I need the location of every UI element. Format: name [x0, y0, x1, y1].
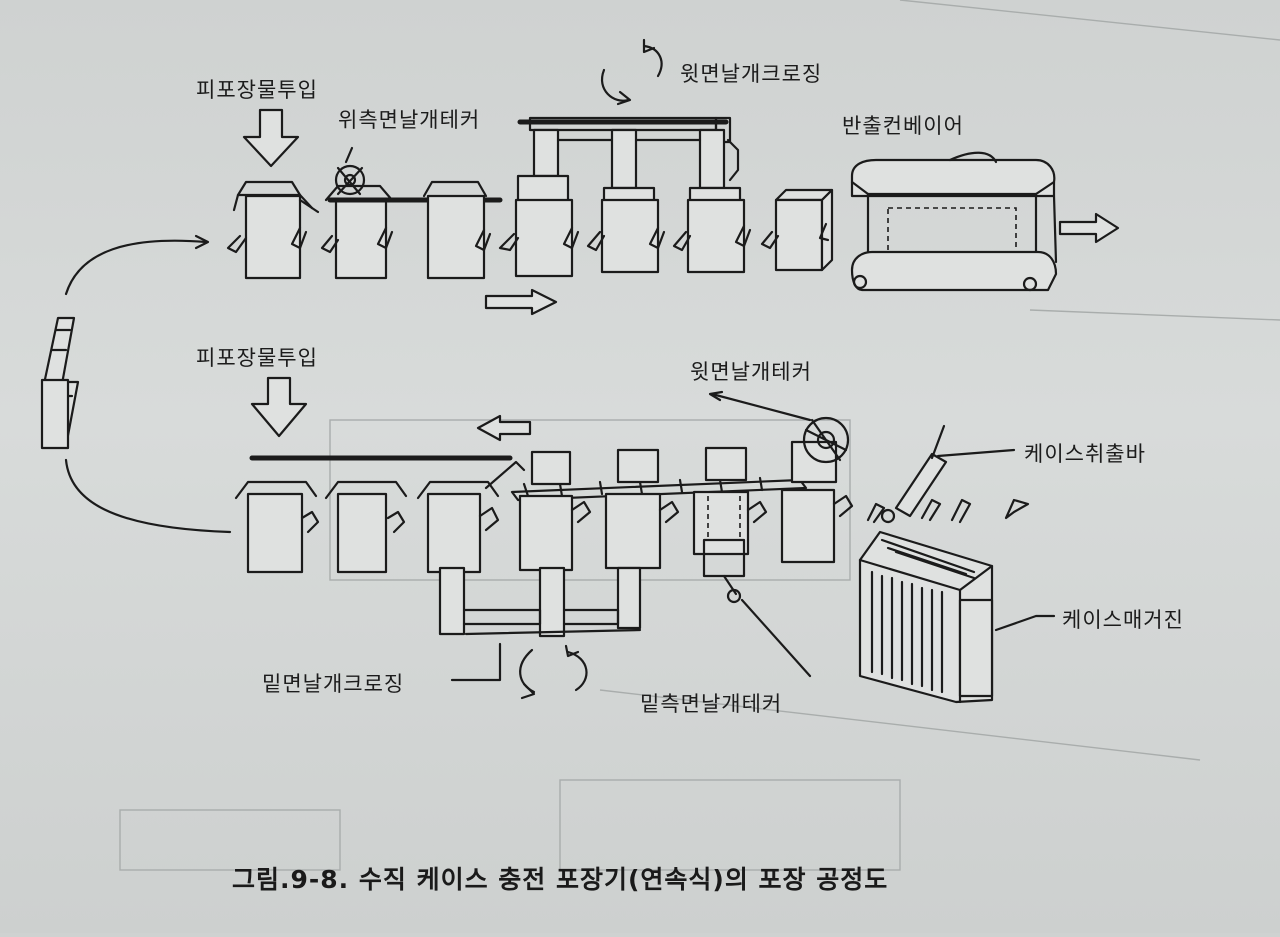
label-bottom-flap-closing: 밑면날개크로징 [262, 672, 405, 696]
rotation-arrow-top-b-head [642, 38, 656, 54]
figure-caption: 그림.9-8. 수직 케이스 충전 포장기(연속식)의 포장 공정도 [232, 865, 889, 894]
rotation-arrow-bottom-head [520, 682, 536, 700]
upper-side-flap-opener-wheel [334, 146, 366, 196]
label-top-flap-closing: 윗면날개크로징 [680, 62, 823, 86]
case-top-6 [672, 186, 752, 274]
leader-case-pickup-bar [936, 448, 1016, 458]
leader-bottom-flap-closing [450, 642, 502, 682]
leader-bottom-side-flap-opener [740, 598, 812, 678]
case-top-1 [226, 180, 320, 280]
case-bottom-2 [324, 480, 408, 574]
rotation-arrow-top-head [616, 90, 632, 106]
flow-arrow-right [484, 288, 558, 316]
label-top-flap-opener: 윗면날개테커 [690, 360, 812, 384]
label-bottom-side-flap-opener: 밑측면날개테커 [640, 692, 783, 716]
feed-arrow-top [242, 108, 300, 168]
rotation-arrow-top-b [642, 44, 663, 78]
return-loop-lower [64, 458, 232, 534]
case-bottom-3 [416, 460, 526, 574]
rotation-arrow-top [601, 68, 630, 102]
case-top-closed [760, 188, 834, 272]
discharge-conveyor [850, 151, 1058, 292]
case-top-4 [498, 174, 580, 278]
top-flap-opener-wheel [802, 416, 850, 464]
case-bottom-1 [234, 480, 320, 574]
rotation-arrow-bottom-b-head [564, 644, 580, 658]
leader-case-magazine [994, 614, 1056, 632]
return-loop-arrow-head [194, 234, 210, 250]
bottom-side-flap-opener [702, 496, 746, 604]
case-magazine [858, 530, 994, 704]
case-bottom-5 [604, 448, 680, 570]
background-ghost-lines [119, 0, 1280, 871]
label-discharge-conveyor: 반출컨베이어 [842, 114, 964, 138]
case-top-2 [320, 184, 394, 280]
rotation-arrow-bottom-b [566, 650, 588, 692]
label-case-magazine: 케이스매거진 [1062, 608, 1184, 632]
bottom-flap-closing-unit [438, 566, 642, 638]
case-pickup-bar [880, 424, 948, 524]
return-loop-arrow [64, 239, 208, 296]
case-bottom-7 [780, 440, 854, 564]
label-case-pickup-bar: 케이스취출바 [1024, 442, 1146, 466]
label-product-feed-bottom: 피포장물투입 [196, 346, 318, 370]
label-product-feed-top: 피포장물투입 [196, 78, 318, 102]
case-bottom-6 [692, 446, 768, 556]
leader-top-flap-opener [710, 392, 812, 422]
label-upper-side-flap-opener: 위측면날개테커 [338, 108, 481, 132]
flat-blanks [866, 498, 1030, 524]
case-top-3 [422, 180, 492, 280]
flow-arrow-left [476, 414, 532, 442]
lower-conveyor-rail [510, 476, 808, 502]
leader-top-flap-opener-head [708, 390, 724, 402]
case-top-5 [586, 186, 666, 274]
flat-case-stack [40, 316, 80, 450]
feed-arrow-bottom [250, 376, 308, 438]
top-flap-closing-unit [517, 116, 740, 190]
case-bottom-4 [518, 450, 592, 572]
discharge-arrow [1058, 212, 1120, 244]
